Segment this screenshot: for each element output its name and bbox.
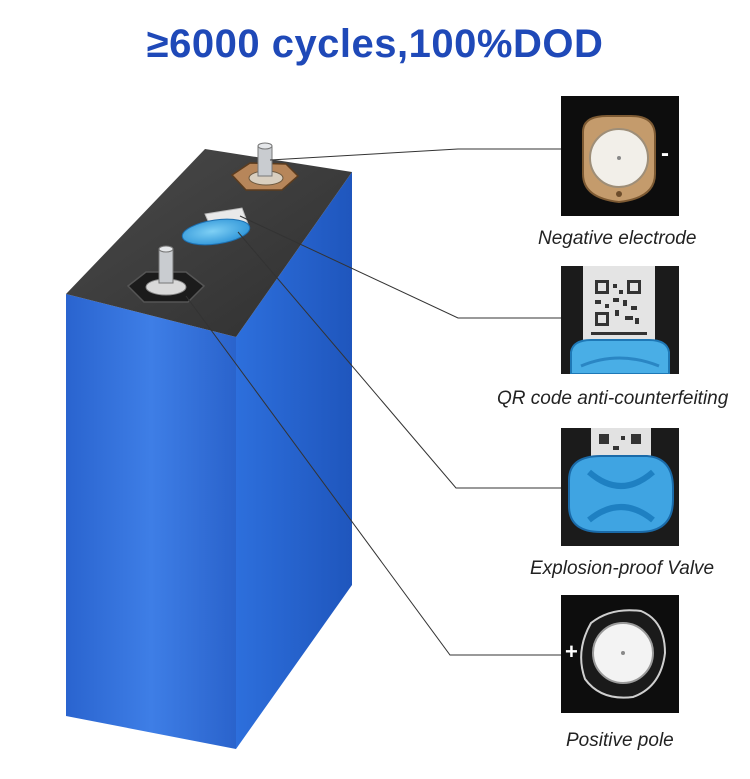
positive-pole-caption: Positive pole (566, 730, 674, 751)
qr-code-photo (561, 266, 679, 374)
leader-qr (239, 215, 561, 319)
leader-negative (269, 148, 561, 161)
cell-front-face (66, 294, 236, 749)
positive-pole-photo: + (561, 595, 679, 713)
explosion-proof-valve-caption: Explosion-proof Valve (530, 558, 715, 579)
negative-electrode-caption: Negative electrode (538, 228, 697, 249)
page-title: ≥6000 cycles,100%DOD (146, 22, 604, 66)
explosion-proof-valve (181, 218, 251, 246)
negative-sign: - (661, 140, 669, 167)
negative-electrode-photo: - (561, 96, 679, 216)
leader-valve (237, 231, 561, 489)
positive-sign: + (565, 639, 578, 664)
qr-code-caption: QR code anti-counterfeiting (497, 388, 729, 409)
cell-side-face (236, 172, 352, 749)
explosion-proof-valve-photo (561, 428, 679, 546)
leader-positive (185, 295, 561, 656)
